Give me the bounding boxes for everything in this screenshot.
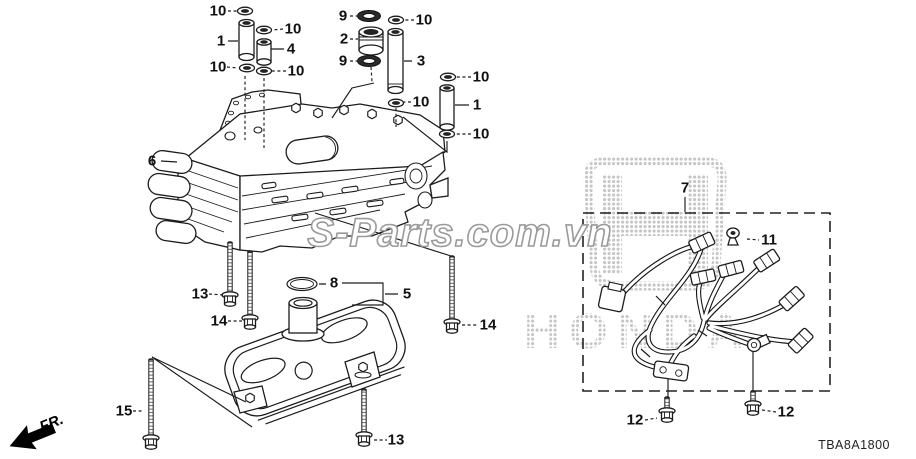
valve-body: [147, 89, 449, 253]
harness-box: [582, 212, 831, 392]
filter-assembly: [224, 296, 406, 425]
oring-8: [286, 276, 318, 292]
harness-connector: [597, 231, 814, 382]
bolt-12-left: [658, 396, 676, 423]
bolt-14-upper: [241, 250, 259, 330]
bolt-12-right: [744, 390, 762, 416]
valve-cylinder-2: [358, 26, 384, 56]
valve-cylinder-1-left: [238, 18, 255, 62]
fr-label: FR.: [37, 411, 66, 436]
ring-terminal: [746, 333, 771, 353]
bolt-13-lower: [355, 388, 373, 447]
valve-cylinder-3: [387, 27, 404, 95]
valve-parts-top: [236, 6, 457, 139]
valve-cylinder-1-right: [439, 84, 455, 131]
leader-lines: [133, 10, 777, 441]
clip-11: [726, 227, 740, 246]
fr-arrow: [9, 423, 56, 450]
bolt-15: [142, 358, 160, 450]
honda-logo-watermark: [583, 157, 727, 291]
valve-cylinder-4: [256, 38, 272, 66]
bolt-14-right: [443, 255, 461, 334]
bolt-13-upper: [221, 241, 239, 307]
diagram-code: TBA8A1800: [818, 438, 890, 452]
site-watermark: S-Parts.com.vn: [307, 211, 612, 255]
wire-harness: [597, 227, 814, 382]
